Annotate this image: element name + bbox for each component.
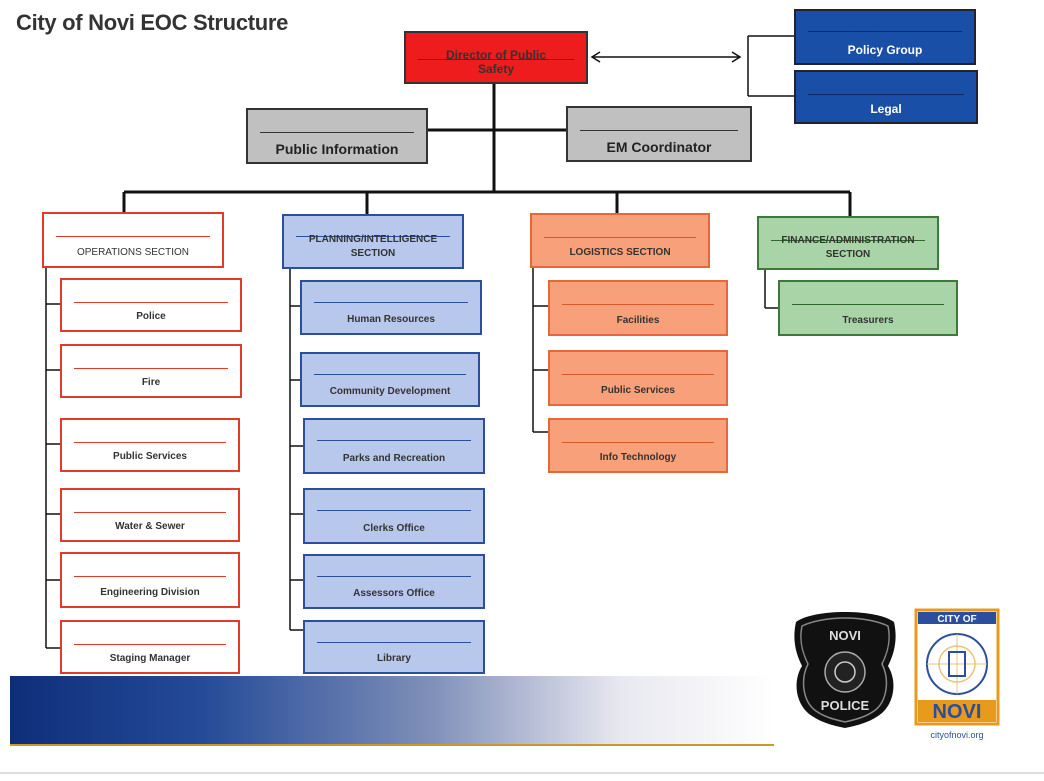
unit-human-resources: Human Resources bbox=[300, 280, 482, 335]
policy-group-label: Policy Group bbox=[847, 43, 923, 57]
unit-label: Info Technology bbox=[599, 452, 677, 463]
planning-section-label: PLANNING/INTELLIGENCE SECTION bbox=[308, 234, 438, 259]
unit-water-sewer: Water & Sewer bbox=[60, 488, 240, 542]
unit-label: Public Services bbox=[113, 451, 187, 462]
unit-facilities: Facilities bbox=[548, 280, 728, 336]
unit-label: Community Development bbox=[329, 386, 451, 397]
logistics-section-box: LOGISTICS SECTION bbox=[530, 213, 710, 268]
unit-label: Staging Manager bbox=[109, 653, 191, 664]
operations-section-box: OPERATIONS SECTION bbox=[42, 212, 224, 268]
unit-staging-manager: Staging Manager bbox=[60, 620, 240, 674]
finance-section-label: FINANCE/ADMINISTRATION SECTION bbox=[781, 235, 915, 260]
unit-label: Treasurers bbox=[842, 315, 894, 326]
director-box: Director of Public Safety bbox=[404, 31, 588, 84]
public-information-box: Public Information bbox=[246, 108, 428, 164]
em-coordinator-label: EM Coordinator bbox=[606, 139, 712, 155]
unit-label: Parks and Recreation bbox=[342, 453, 446, 464]
unit-assessors-office: Assessors Office bbox=[303, 554, 485, 609]
badge-top-text: NOVI bbox=[829, 628, 861, 643]
unit-info-technology: Info Technology bbox=[548, 418, 728, 473]
public-information-label: Public Information bbox=[275, 141, 399, 157]
unit-label: Clerks Office bbox=[363, 523, 425, 534]
unit-label: Water & Sewer bbox=[115, 521, 185, 532]
logistics-section-label: LOGISTICS SECTION bbox=[569, 247, 671, 258]
page-bottom-line bbox=[0, 772, 1044, 774]
seal-top-text: CITY OF bbox=[937, 614, 976, 625]
unit-police: Police bbox=[60, 278, 242, 332]
footer-gradient-banner bbox=[10, 676, 774, 744]
badge-bottom-text: POLICE bbox=[821, 698, 870, 713]
unit-library: Library bbox=[303, 620, 485, 674]
novi-police-badge-logo: NOVI POLICE bbox=[794, 612, 896, 728]
planning-section-box: PLANNING/INTELLIGENCE SECTION bbox=[282, 214, 464, 269]
unit-community-development: Community Development bbox=[300, 352, 480, 407]
unit-public-services-ops: Public Services bbox=[60, 418, 240, 472]
city-of-novi-seal-logo: CITY OF NOVI bbox=[914, 608, 1000, 726]
seal-url-text: cityofnovi.org bbox=[930, 730, 984, 740]
unit-public-services-log: Public Services bbox=[548, 350, 728, 406]
page-title: City of Novi EOC Structure bbox=[16, 10, 289, 35]
legal-box: Legal bbox=[794, 70, 978, 124]
em-coordinator-box: EM Coordinator bbox=[566, 106, 752, 162]
legal-label: Legal bbox=[870, 102, 902, 116]
unit-label: Police bbox=[136, 311, 166, 322]
unit-label: Public Services bbox=[601, 385, 675, 396]
unit-label: Assessors Office bbox=[353, 588, 435, 599]
unit-parks-and-recreation: Parks and Recreation bbox=[303, 418, 485, 474]
unit-label: Fire bbox=[141, 377, 161, 388]
unit-label: Library bbox=[377, 653, 411, 664]
unit-label: Facilities bbox=[616, 315, 660, 326]
unit-engineering-division: Engineering Division bbox=[60, 552, 240, 608]
unit-fire: Fire bbox=[60, 344, 242, 398]
finance-section-box: FINANCE/ADMINISTRATION SECTION bbox=[757, 216, 939, 270]
unit-clerks-office: Clerks Office bbox=[303, 488, 485, 544]
unit-label: Engineering Division bbox=[100, 587, 200, 598]
unit-treasurers: Treasurers bbox=[778, 280, 958, 336]
policy-group-box: Policy Group bbox=[794, 9, 976, 65]
director-label: Director of Public Safety bbox=[445, 48, 546, 76]
unit-label: Human Resources bbox=[347, 314, 435, 325]
seal-bottom-text: NOVI bbox=[933, 701, 982, 723]
operations-section-label: OPERATIONS SECTION bbox=[76, 247, 190, 258]
footer-gold-line bbox=[10, 744, 774, 746]
